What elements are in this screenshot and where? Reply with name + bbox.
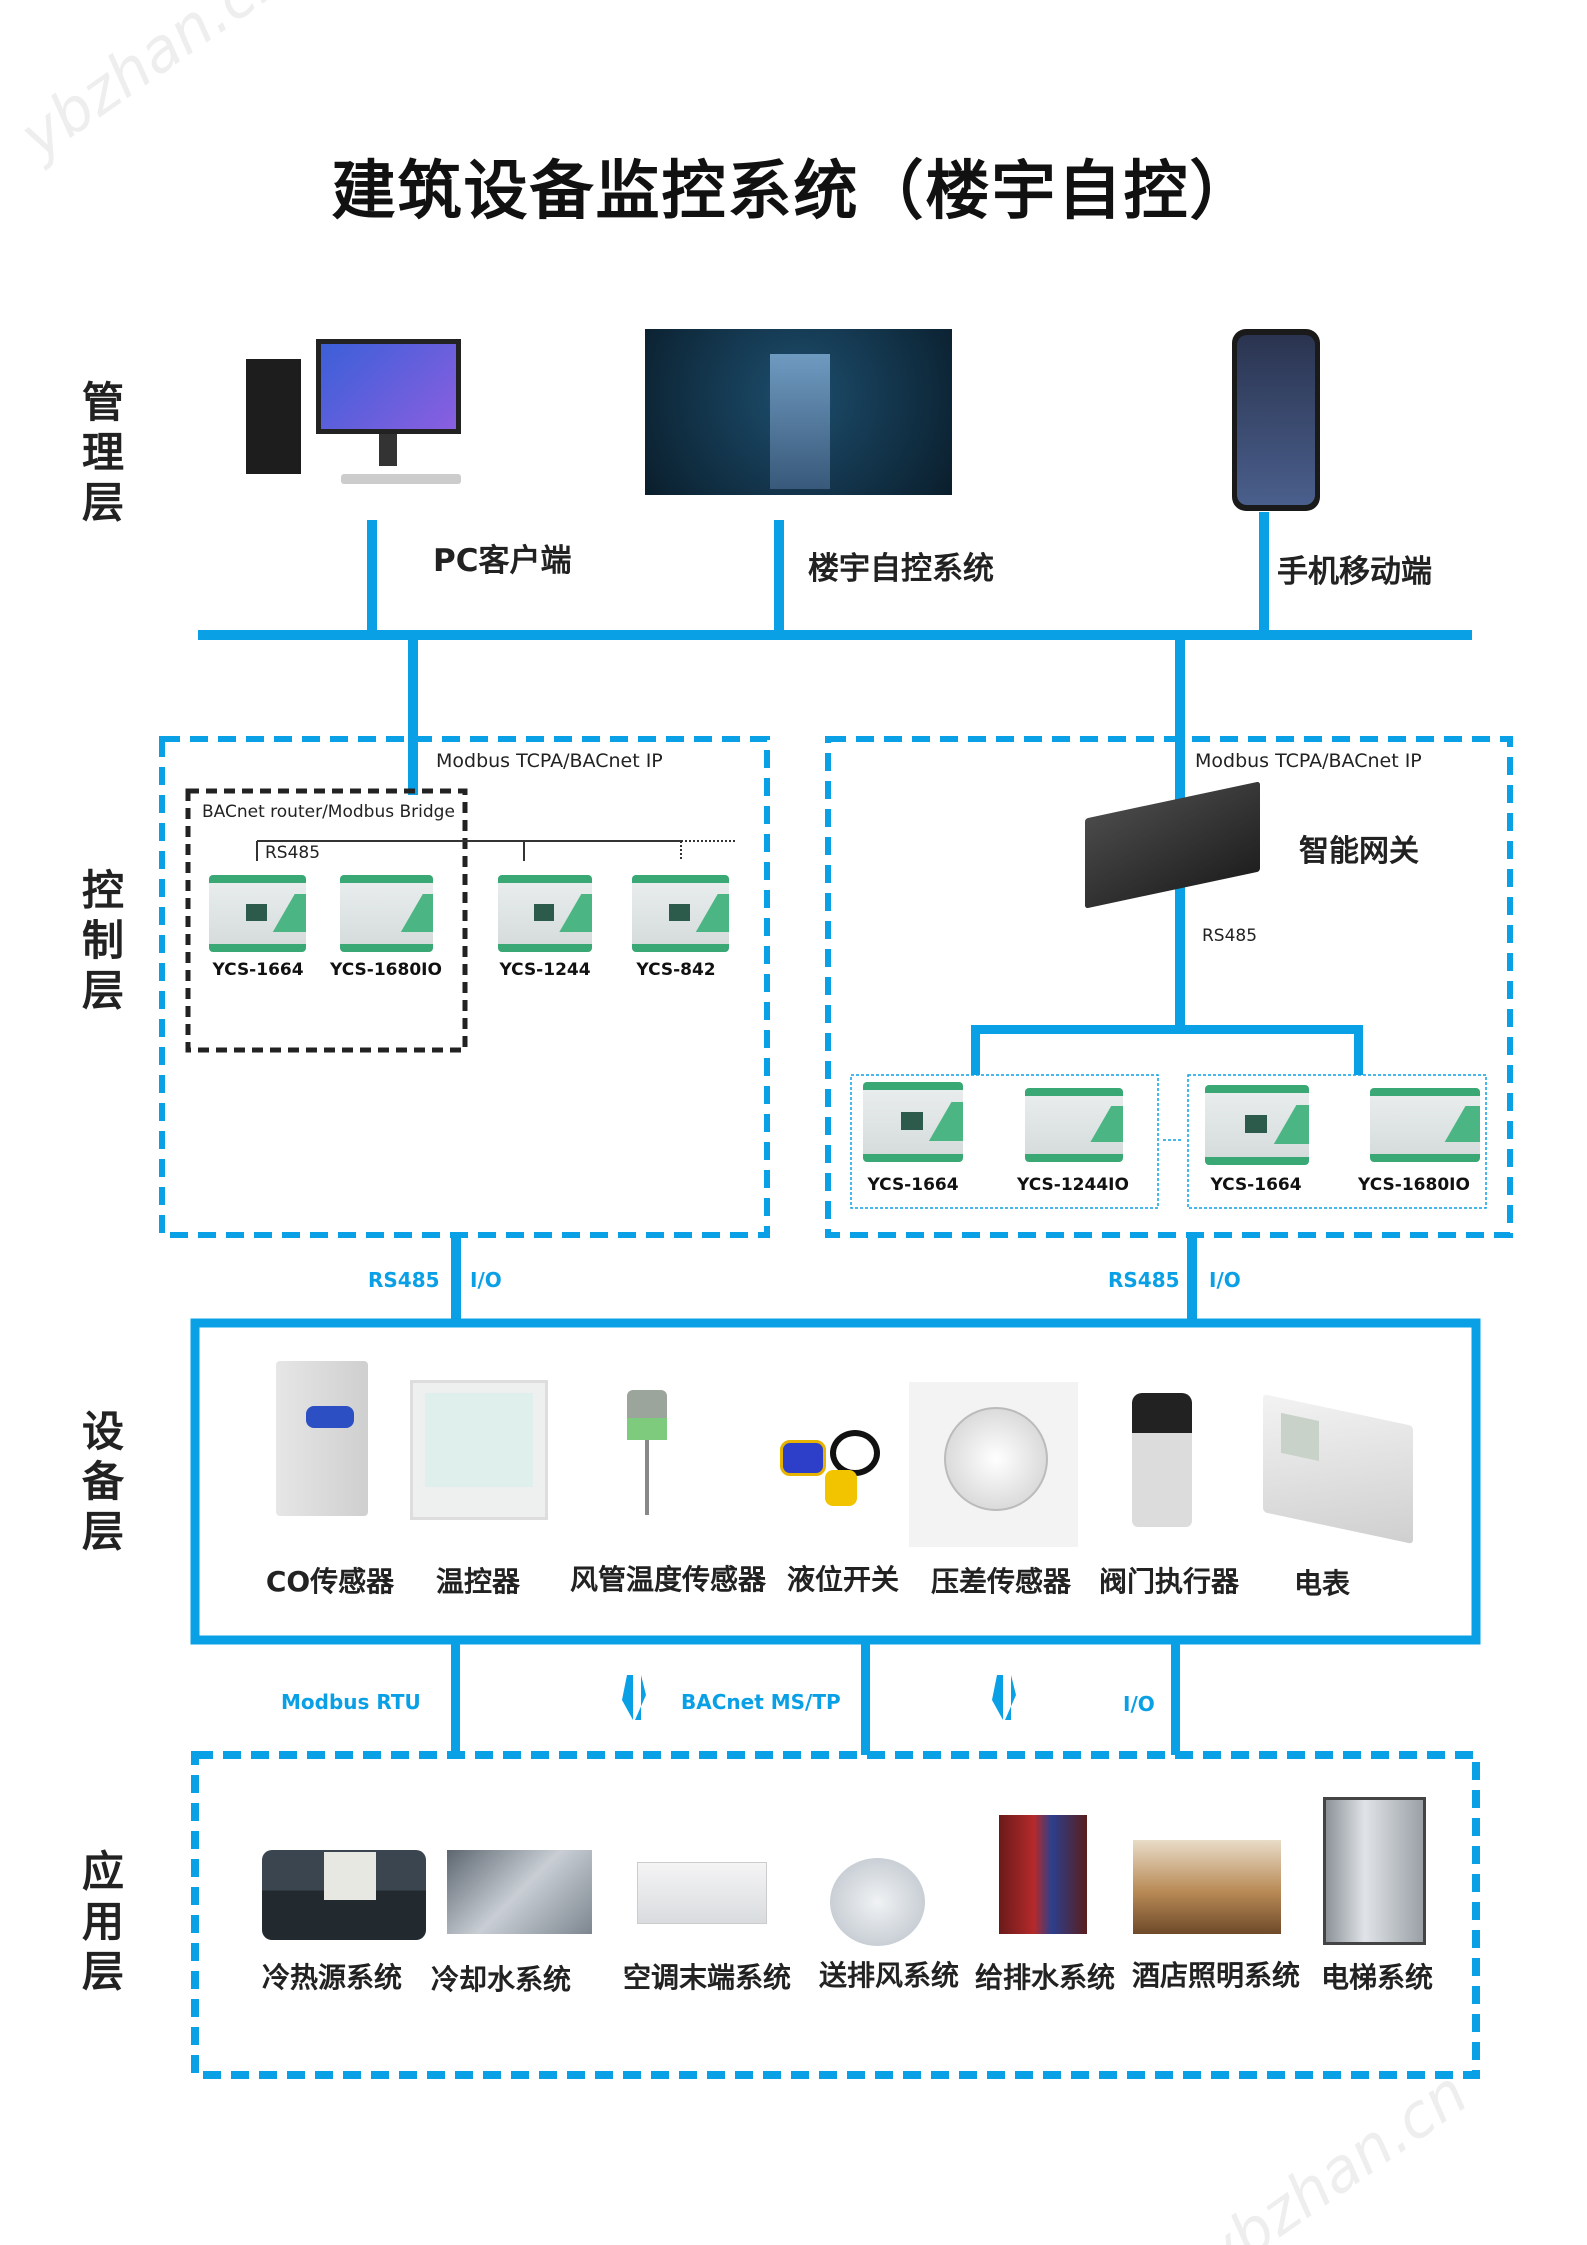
hotel-lighting-image — [1133, 1840, 1281, 1934]
gateway-branch-bus — [971, 1025, 1363, 1034]
layer-label-device: 设备层 — [81, 1407, 124, 1556]
device-label: 阀门执行器 — [1098, 1565, 1240, 1598]
thermostat-image — [410, 1380, 548, 1520]
cooling-water-image — [447, 1850, 592, 1934]
level-switch-image — [780, 1430, 885, 1508]
controller-image — [863, 1082, 963, 1162]
controller-model-label: YCS-1680IO — [1358, 1175, 1470, 1195]
device-label: CO传感器 — [265, 1565, 395, 1598]
ethernet-bus — [198, 630, 1472, 640]
duct-temperature-sensor-image — [615, 1390, 675, 1515]
application-label: 冷却水系统 — [430, 1963, 572, 1996]
bms-drop-line — [774, 520, 784, 638]
ahu-image — [637, 1862, 767, 1924]
app-link-io — [1171, 1640, 1180, 1755]
layer-label-control: 控制层 — [81, 866, 124, 1015]
controller-group-box-2 — [1187, 1074, 1487, 1209]
branch-left-drop — [971, 1025, 980, 1075]
page-title: 建筑设备监控系统（楼宇自控） — [331, 155, 1256, 229]
rs485-label: RS485 — [265, 843, 321, 863]
differential-pressure-sensor-image — [909, 1382, 1078, 1547]
mobile-label: 手机移动端 — [1277, 554, 1432, 590]
controller-image — [632, 875, 729, 952]
pc-drop-line — [367, 520, 377, 638]
controller-model-label: YCS-1664 — [1210, 1175, 1302, 1195]
app-link-modbus — [451, 1640, 460, 1755]
device-label: 液位开关 — [786, 1563, 900, 1596]
controller-model-label: YCS-1664 — [212, 960, 304, 980]
controller-model-label: YCS-1244IO — [1017, 1175, 1129, 1195]
bidirectional-arrow-icon — [992, 1675, 1016, 1720]
application-label: 给排水系统 — [974, 1961, 1116, 1994]
controller-model-label: YCS-842 — [636, 960, 716, 980]
device-label: 电表 — [1293, 1567, 1351, 1600]
valve-actuator-image — [1132, 1393, 1192, 1527]
axial-fan-image — [830, 1858, 925, 1946]
controller-image — [209, 875, 306, 952]
branch-right-drop — [1354, 1025, 1363, 1075]
mobile-drop-line — [1259, 512, 1269, 638]
pc-client-label: PC客户端 — [433, 543, 572, 579]
control-right-box — [825, 736, 1513, 1238]
application-layer-box — [191, 1751, 1480, 2079]
bms-label: 楼宇自控系统 — [808, 551, 994, 587]
controller-image — [498, 875, 592, 952]
layer-label-management: 管理层 — [81, 378, 124, 527]
keyboard — [341, 474, 461, 484]
router-bridge-label: BACnet router/Modbus Bridge — [202, 802, 455, 822]
control-left-box — [159, 736, 770, 1238]
io-module-image — [1025, 1088, 1123, 1162]
building-graphic — [770, 354, 830, 489]
controller-model-label: YCS-1244 — [499, 960, 591, 980]
link-label-io: I/O — [1209, 1268, 1241, 1292]
controller-image — [1205, 1085, 1309, 1165]
mobile-phone-image — [1232, 329, 1320, 511]
monitor — [316, 339, 461, 434]
left-control-uplink — [408, 635, 418, 795]
link-label-rs485: RS485 — [368, 1268, 440, 1292]
pc-tower — [246, 359, 301, 474]
link-label-modbus-rtu: Modbus RTU — [281, 1690, 421, 1714]
left-device-link — [451, 1237, 461, 1322]
link-label-rs485: RS485 — [1108, 1268, 1180, 1292]
io-module-image — [1370, 1088, 1480, 1162]
protocol-label-right: Modbus TCPA/BACnet IP — [1195, 750, 1422, 772]
protocol-label-left: Modbus TCPA/BACnet IP — [436, 750, 663, 772]
controller-model-label: YCS-1680IO — [330, 960, 442, 980]
application-label: 电梯系统 — [1320, 1961, 1434, 1994]
device-layer-box — [190, 1318, 1481, 1645]
pc-client-image — [231, 339, 491, 491]
link-label-io: I/O — [1123, 1692, 1155, 1716]
application-label: 空调末端系统 — [622, 1961, 792, 1994]
bms-dashboard-image — [645, 329, 952, 495]
device-label: 风管温度传感器 — [569, 1563, 767, 1596]
device-label: 温控器 — [435, 1565, 521, 1598]
layer-label-application: 应用层 — [81, 1847, 124, 1996]
link-label-io: I/O — [470, 1268, 502, 1292]
app-link-bacnet — [861, 1640, 870, 1755]
right-device-link — [1187, 1237, 1197, 1322]
rs485-label: RS485 — [1202, 926, 1258, 946]
chiller-image — [262, 1850, 426, 1940]
router-bridge-box — [185, 788, 468, 1053]
water-pump-image — [999, 1815, 1087, 1934]
application-label: 送排风系统 — [818, 1959, 960, 1992]
smart-gateway-label: 智能网关 — [1299, 834, 1419, 869]
link-label-bacnet-mstp: BACnet MS/TP — [681, 1690, 841, 1714]
co-sensor-image — [276, 1361, 368, 1516]
application-label: 酒店照明系统 — [1131, 1959, 1301, 1992]
io-module-image — [340, 875, 433, 952]
elevator-image — [1323, 1797, 1426, 1945]
application-label: 冷热源系统 — [261, 1961, 403, 1994]
bidirectional-arrow-icon — [622, 1675, 646, 1720]
controller-model-label: YCS-1664 — [867, 1175, 959, 1195]
device-label: 压差传感器 — [930, 1565, 1072, 1598]
